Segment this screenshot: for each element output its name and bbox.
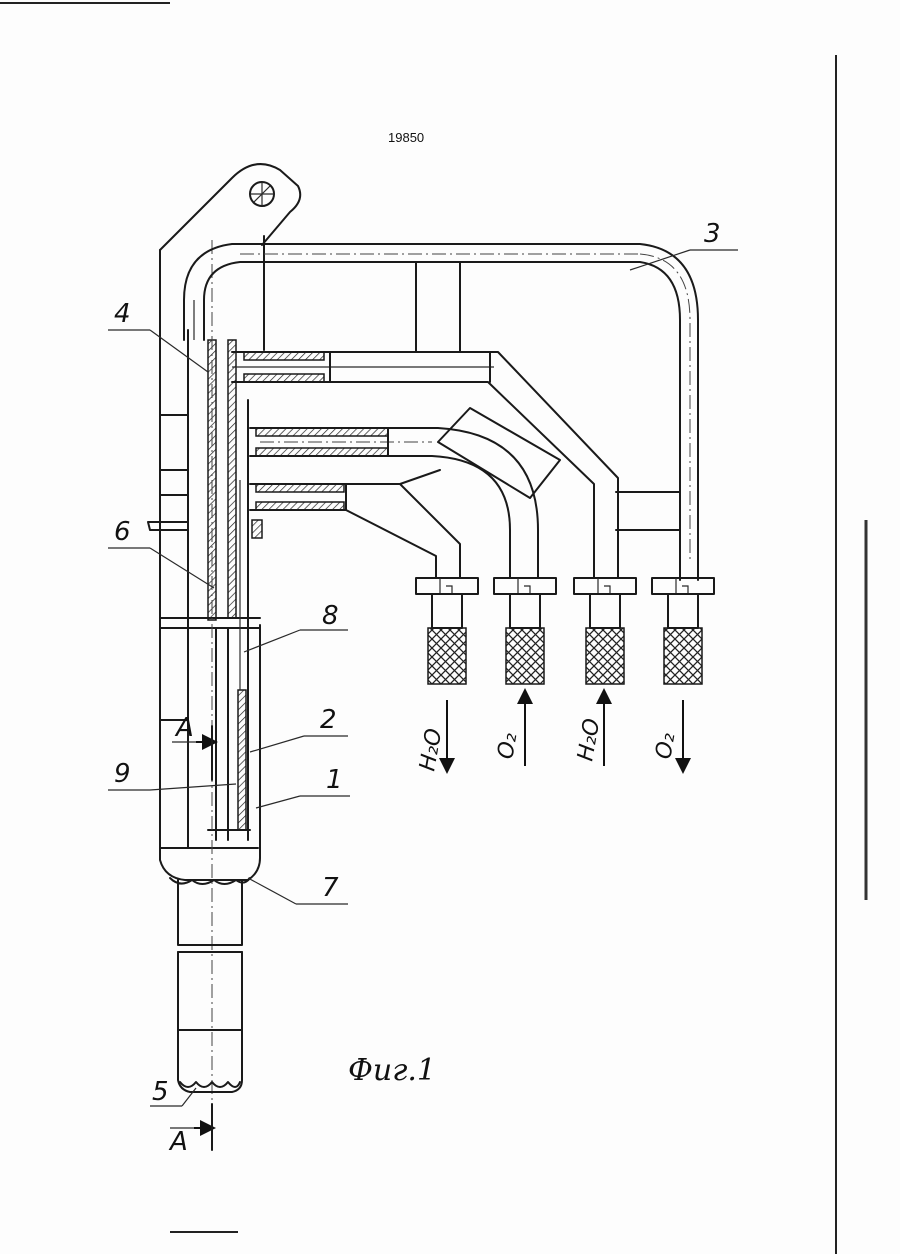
- hose-fitting-h2o-out: [416, 578, 478, 684]
- concentric-tubes: [188, 330, 262, 848]
- label-1: 1: [256, 765, 350, 808]
- water-outlet-pipe-upper: [232, 352, 618, 578]
- label-2: 2: [250, 705, 348, 752]
- label-4: 4: [108, 299, 208, 372]
- part-label-8: 8: [322, 601, 339, 631]
- section-marker-upper: A: [172, 713, 212, 780]
- flow-label-h2o-in: H₂O: [573, 717, 605, 763]
- water-outlet-pipe-lower: [250, 470, 460, 578]
- part-label-3: 3: [704, 219, 721, 249]
- section-label-lower: A: [168, 1127, 188, 1157]
- hose-fitting-o2-out: [652, 578, 714, 684]
- label-7: 7: [248, 873, 348, 904]
- section-label-upper: A: [174, 713, 194, 743]
- hose-fitting-o2-in: [494, 578, 556, 684]
- part-label-1: 1: [326, 765, 343, 795]
- section-marker-lower: A: [168, 1104, 212, 1157]
- part-label-5: 5: [152, 1077, 169, 1107]
- flow-label-o2-in: O₂: [493, 731, 522, 761]
- flow-label-h2o-out: H₂O: [415, 727, 447, 773]
- part-label-2: 2: [320, 705, 337, 735]
- flow-label-o2-out: O₂: [651, 731, 680, 761]
- part-label-4: 4: [114, 299, 131, 329]
- document-number: 19850: [388, 130, 424, 145]
- part-label-7: 7: [322, 873, 339, 903]
- lower-extension-tube: [178, 880, 242, 1092]
- part-label-6: 6: [114, 517, 131, 547]
- hose-fitting-h2o-in: [574, 578, 636, 684]
- part-label-9: 9: [114, 759, 131, 789]
- pipe-connector-block: [438, 408, 560, 498]
- hanger-bracket: [160, 164, 300, 250]
- figure-caption: Фиг.1: [348, 1053, 436, 1088]
